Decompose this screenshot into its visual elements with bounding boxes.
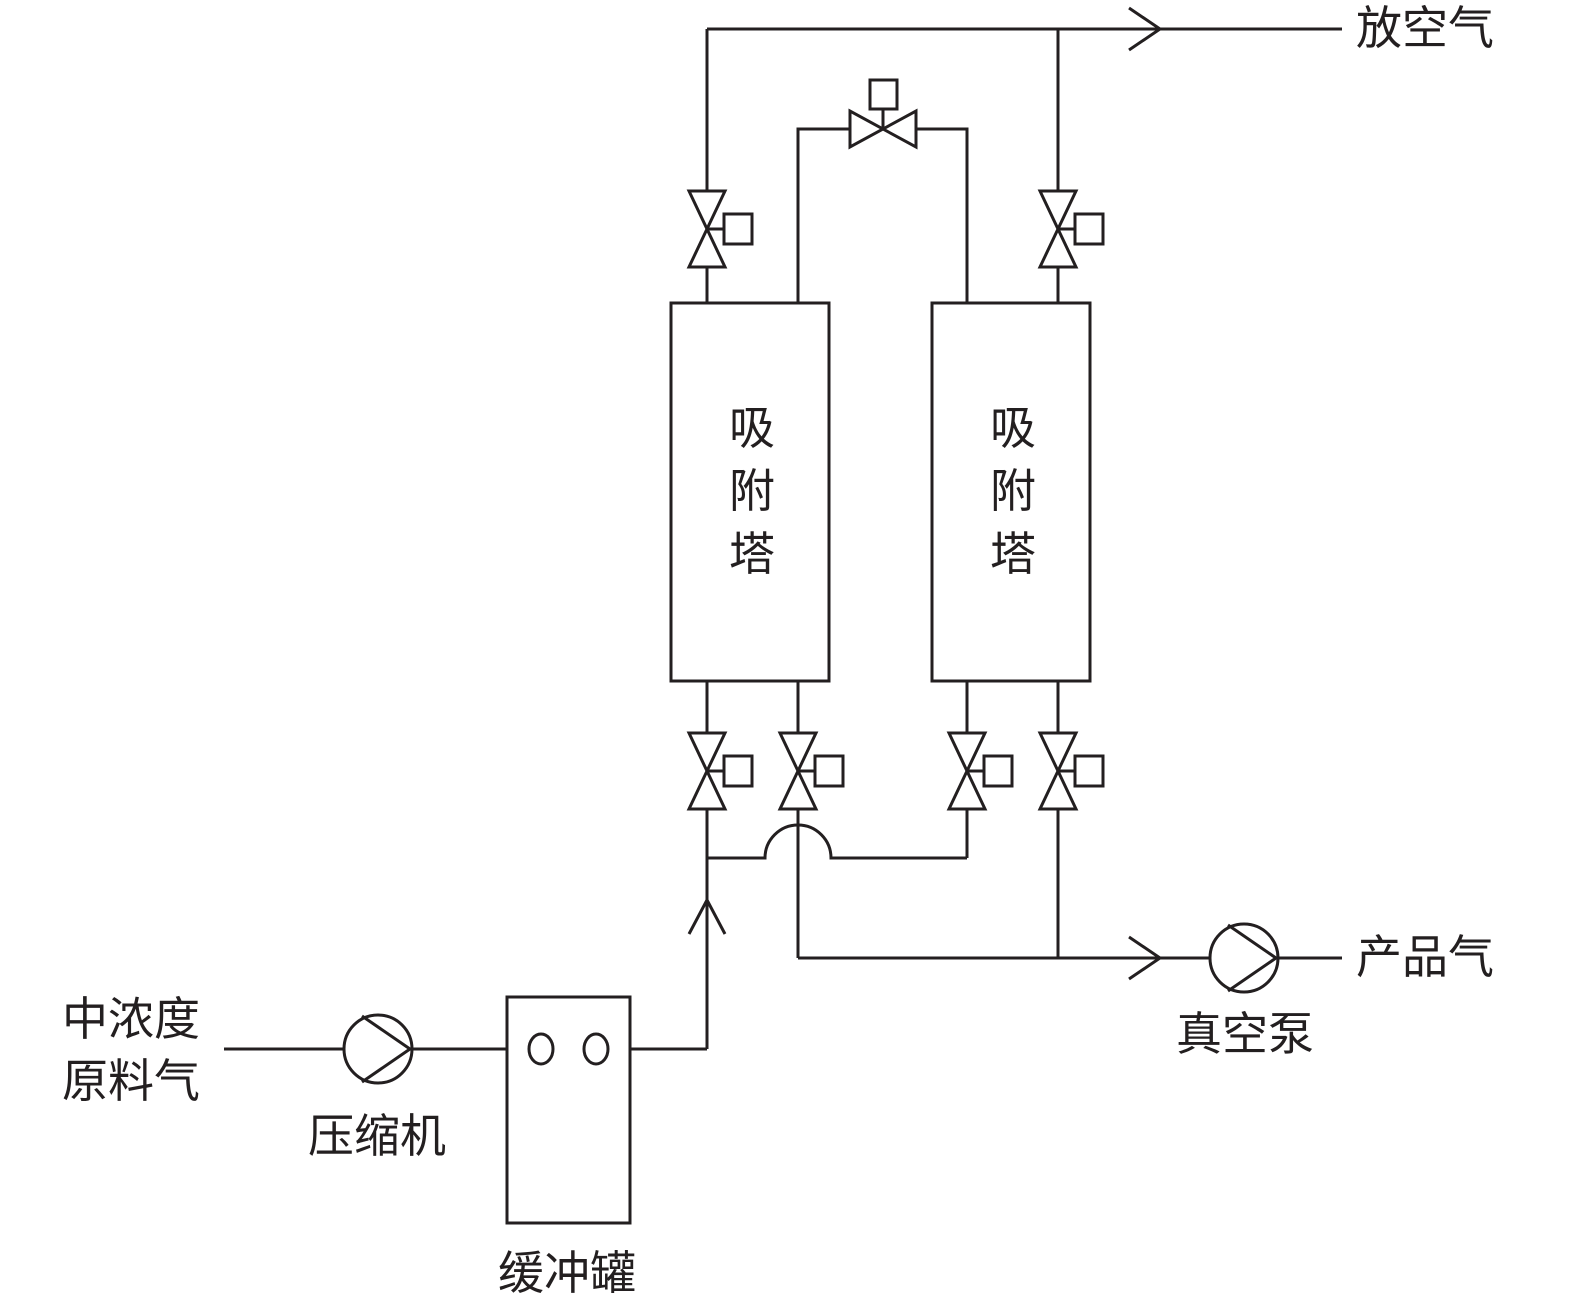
equalization-pipe-left [796,127,850,303]
tower-left-label-char3: 塔 [729,527,775,581]
valve-right-vent [1037,189,1105,269]
tower-left-label-char1: 吸 [729,401,775,455]
compressor [342,1013,414,1085]
feed-label-line1: 中浓度 [62,992,200,1046]
valve-right-feed [946,731,1014,811]
valve-actuator [1073,212,1105,246]
tower-right-label-char3: 塔 [990,527,1036,581]
vacuum-pump-label: 真空泵 [1176,1007,1314,1061]
buffer-tank [505,995,632,1225]
valve-right-evacuation [1037,731,1105,811]
valve-actuator [722,754,754,788]
valve-actuator [868,78,899,111]
product-flow-arrow [1128,935,1163,981]
feed-crossover-pipe [707,823,967,860]
compressor-label: 压缩机 [308,1109,446,1163]
tower-left-label-char2: 附 [729,464,775,518]
piping [224,27,1342,1051]
valve-actuator [982,754,1014,788]
valve-actuator [722,212,754,246]
vacuum-pump-triangle [1227,923,1279,993]
adsorption-tower-left [669,301,831,683]
feed-flow-arrow [687,896,727,935]
valve-equalization [848,78,918,150]
valve-actuator [813,754,845,788]
valve-left-feed [686,731,754,811]
valve-left-vent [686,189,754,269]
vent-gas-label: 放空气 [1356,1,1494,55]
buffer-tank-label: 缓冲罐 [498,1246,636,1300]
vacuum-pump [1208,922,1280,994]
feed-label-line2: 原料气 [62,1054,200,1108]
buffer-tank-port-right [582,1032,610,1066]
buffer-tank-port-left [527,1032,555,1066]
vent-flow-arrow [1128,6,1163,52]
valve-left-evacuation [777,731,845,811]
valve-actuator [1073,754,1105,788]
equalization-pipe-right [916,127,969,303]
product-gas-label: 产品气 [1356,930,1494,984]
flow-arrows [687,6,1163,981]
tower-right-label-char1: 吸 [990,401,1036,455]
tower-right-label-char2: 附 [990,464,1036,518]
compressor-triangle [361,1014,413,1084]
adsorption-tower-right [930,301,1092,683]
